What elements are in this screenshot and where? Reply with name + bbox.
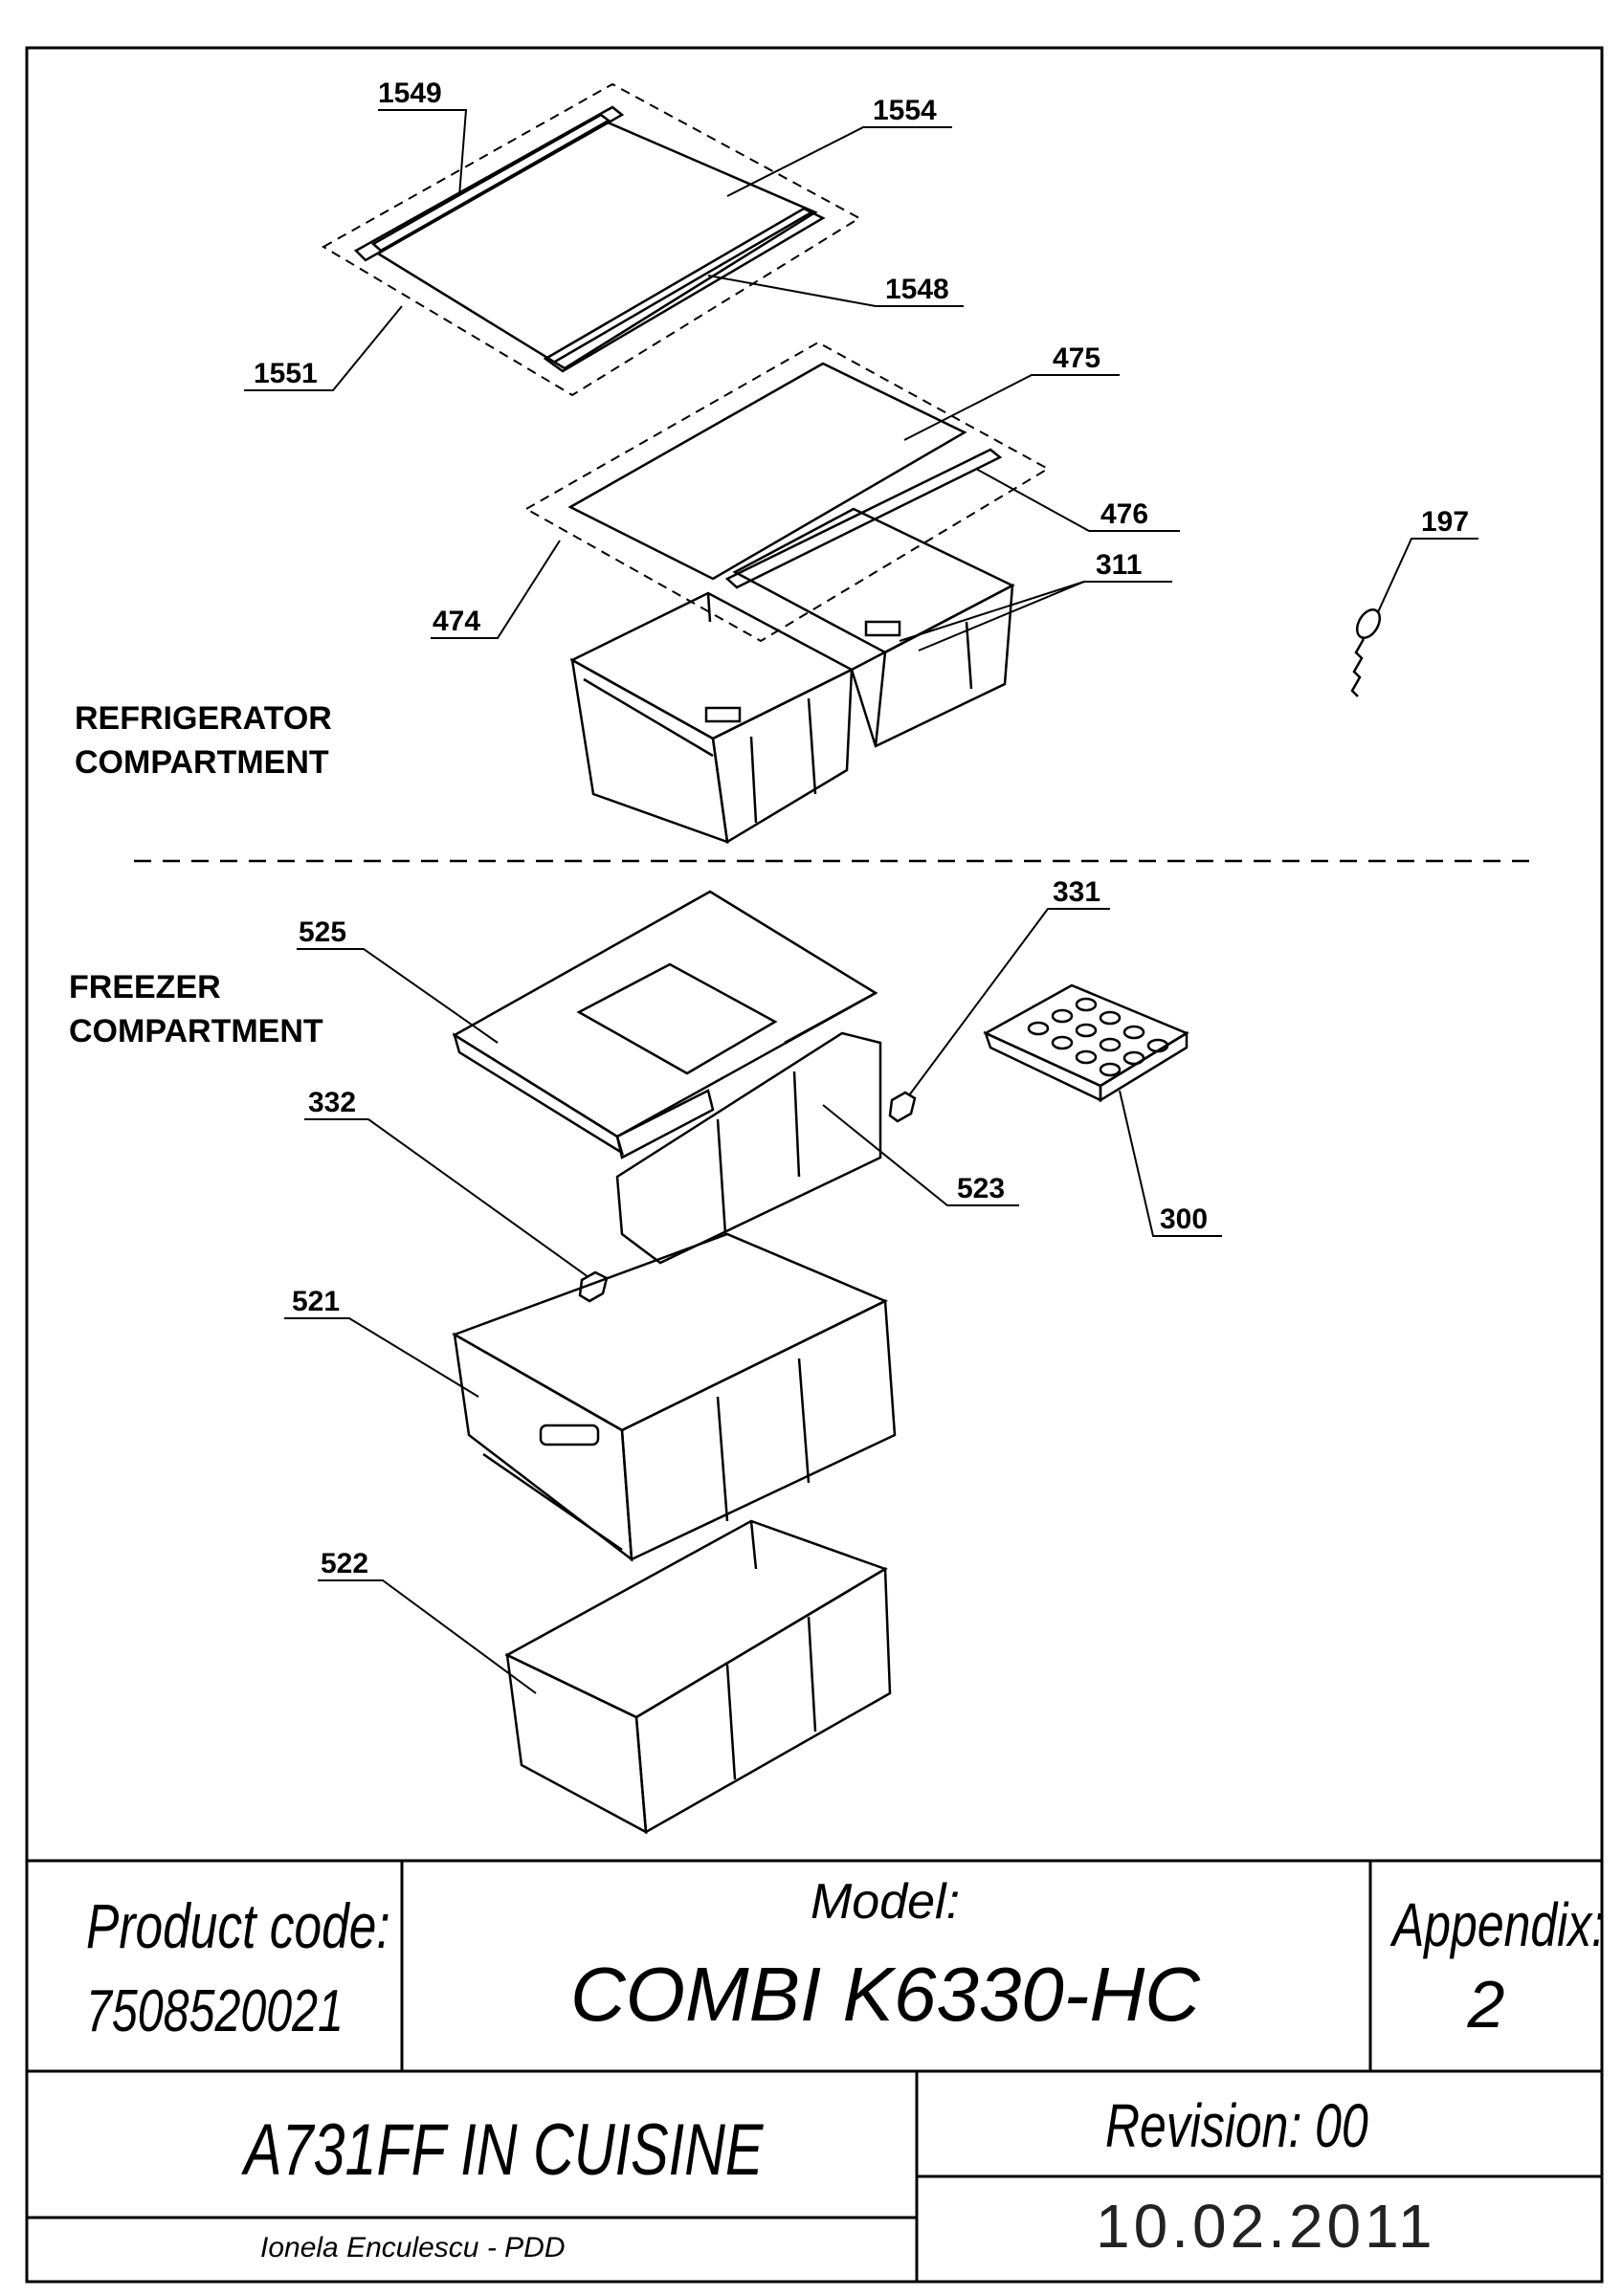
section-refrigerator-line2: COMPARTMENT: [75, 744, 329, 781]
sheet-border: [25, 46, 1604, 2284]
label-197: 197: [1421, 506, 1469, 538]
freezer-drawer-522: [504, 1519, 892, 1835]
label-523: 523: [957, 1173, 1005, 1204]
ice-tray-300: [983, 983, 1189, 1103]
product-code-value: 7508520021: [86, 1978, 344, 2044]
label-1548: 1548: [885, 274, 949, 305]
product-code-label: Product code:: [86, 1890, 390, 1961]
label-300: 300: [1160, 1203, 1208, 1235]
author: Ionela Enculescu - PDD: [260, 2232, 566, 2263]
crisper-drawer-right: [732, 507, 1015, 748]
section-refrigerator-line1: REFRIGERATOR: [75, 700, 332, 737]
appendix-label: Appendix:: [1392, 1890, 1606, 1959]
label-1554: 1554: [873, 95, 937, 126]
model-value: COMBI K6330-HC: [570, 1952, 1200, 2037]
label-1551: 1551: [254, 358, 318, 389]
label-521: 521: [292, 1286, 340, 1317]
part-197-icon: [1350, 608, 1382, 697]
label-476: 476: [1100, 498, 1148, 530]
section-freezer-line1: FREEZER: [69, 969, 221, 1005]
shelf-assembly-1551: [322, 82, 861, 397]
label-525: 525: [299, 916, 346, 948]
project-name: A731FF IN CUISINE: [244, 2109, 764, 2191]
revision: Revision: 00: [1105, 2091, 1368, 2160]
clip-331-icon: [888, 1091, 917, 1123]
title-block-grid: [27, 1859, 1602, 2282]
label-332: 332: [308, 1087, 356, 1118]
freezer-drawer-521: [452, 1031, 897, 1562]
section-freezer-line2: COMPARTMENT: [69, 1013, 323, 1049]
label-522: 522: [321, 1548, 368, 1579]
label-474: 474: [433, 606, 480, 637]
leader-lines: [244, 109, 1478, 1694]
label-1549: 1549: [378, 77, 442, 109]
part-labels: 1549 1554 1548 1551 475 476 474 311 197 …: [254, 77, 1469, 1579]
appendix-value: 2: [1467, 1967, 1505, 2042]
label-331: 331: [1053, 876, 1100, 908]
model-label: Model:: [810, 1874, 961, 1930]
crisper-drawer-left: [569, 591, 855, 845]
clip-332-icon: [578, 1270, 609, 1303]
freezer-lid-525: [452, 890, 878, 1159]
glass-shelf-assembly-474: [523, 341, 1051, 643]
label-475: 475: [1053, 342, 1100, 374]
label-311: 311: [1096, 549, 1142, 581]
date: 10.02.2011: [1096, 2192, 1436, 2261]
